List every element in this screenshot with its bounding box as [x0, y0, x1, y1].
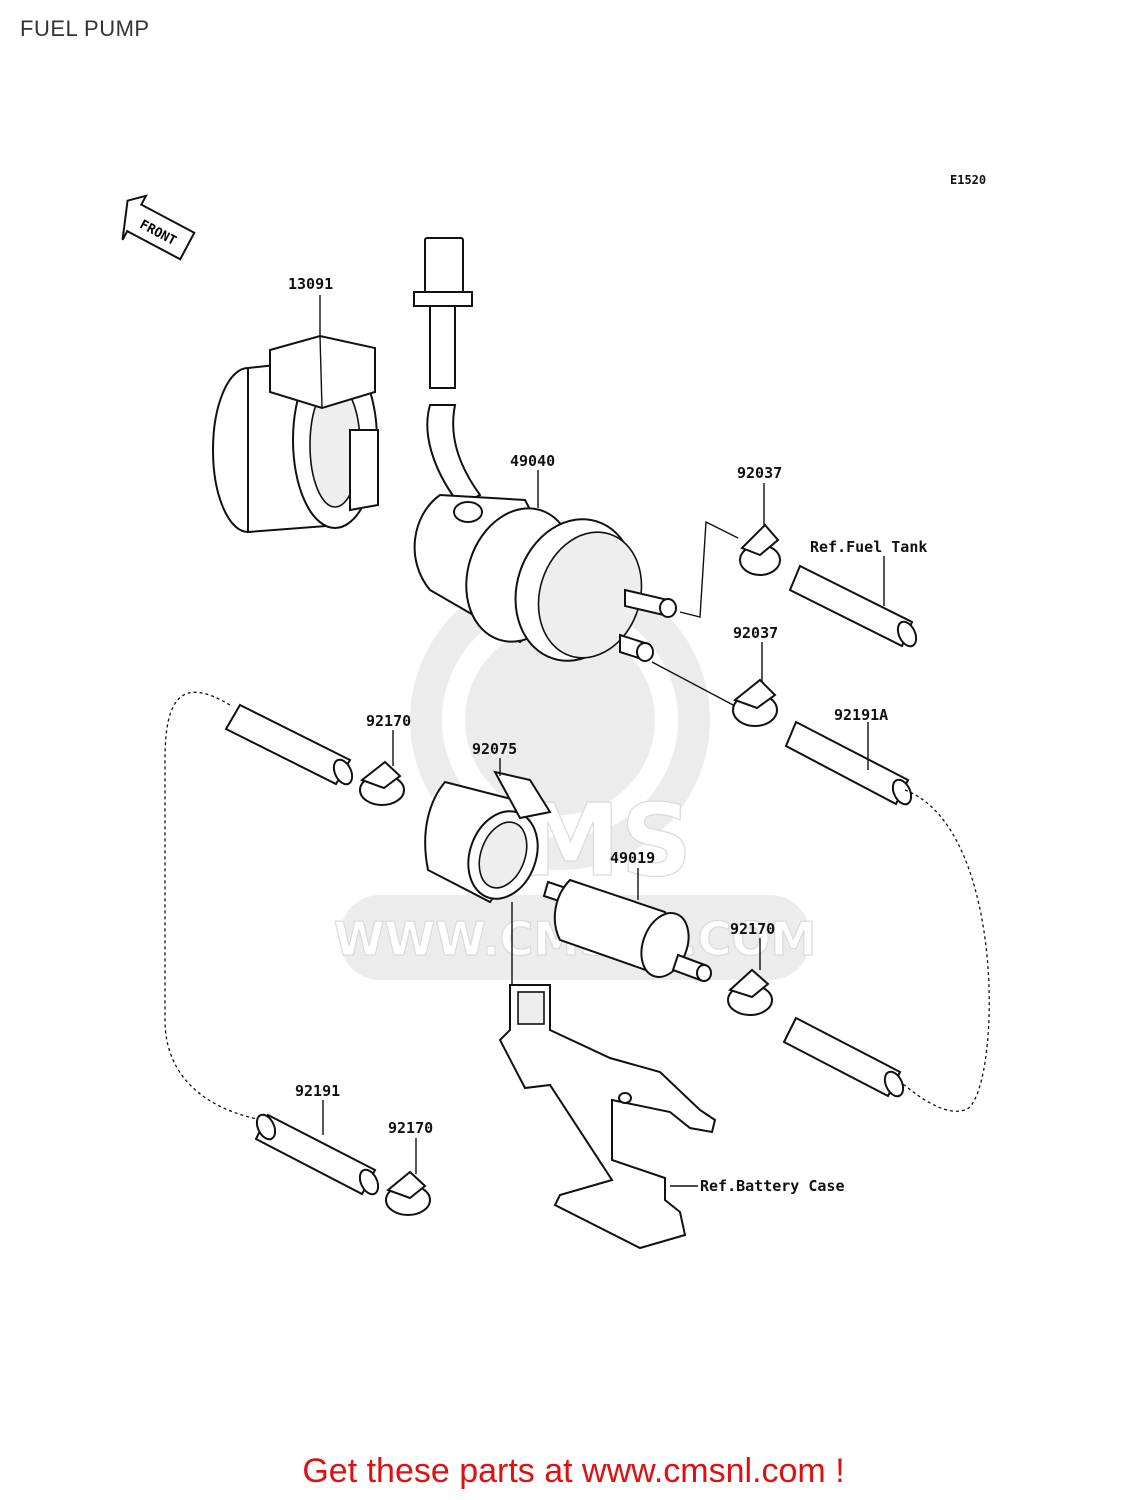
part-13091-bracket — [212, 334, 379, 534]
callout-49040: 49040 — [510, 452, 555, 470]
part-hose-right-lower — [782, 1016, 905, 1098]
part-92075-rubber — [424, 770, 552, 904]
part-92170-clamp-left — [359, 760, 405, 806]
part-92037-clamp-top — [739, 523, 781, 576]
callout-92037-top: 92037 — [737, 464, 782, 482]
ref-battery-case: Ref.Battery Case — [700, 1177, 845, 1195]
part-fuel-tank-hose — [788, 564, 918, 648]
front-arrow-icon: FRONT — [121, 194, 196, 261]
ref-fuel-tank: Ref.Fuel Tank — [810, 538, 927, 556]
part-hose-left-upper — [224, 703, 354, 786]
callout-92170-bottom: 92170 — [388, 1119, 433, 1137]
part-92037-clamp-bottom — [732, 678, 778, 727]
part-92170-clamp-right — [727, 968, 773, 1016]
callout-13091: 13091 — [288, 275, 333, 293]
callout-92191A: 92191A — [834, 706, 888, 724]
part-92170-clamp-bottom — [385, 1170, 431, 1216]
part-49040-fuel-pump — [413, 493, 677, 662]
footer-promo[interactable]: Get these parts at www.cmsnl.com ! — [302, 1452, 845, 1490]
page-title: FUEL PUMP — [20, 16, 150, 41]
part-battery-case-bracket — [498, 984, 717, 1250]
part-connector-wire — [413, 237, 482, 507]
part-49019-fuel-filter — [542, 878, 712, 982]
part-92191A-hose — [784, 720, 913, 806]
part-92191-hose — [254, 1113, 380, 1196]
diagram-code: E1520 — [950, 173, 986, 187]
callout-92075: 92075 — [472, 740, 517, 758]
callout-49019: 49019 — [610, 849, 655, 867]
callout-92191: 92191 — [295, 1082, 340, 1100]
callout-92037-bottom: 92037 — [733, 624, 778, 642]
callout-92170-right: 92170 — [730, 920, 775, 938]
callout-92170-left: 92170 — [366, 712, 411, 730]
